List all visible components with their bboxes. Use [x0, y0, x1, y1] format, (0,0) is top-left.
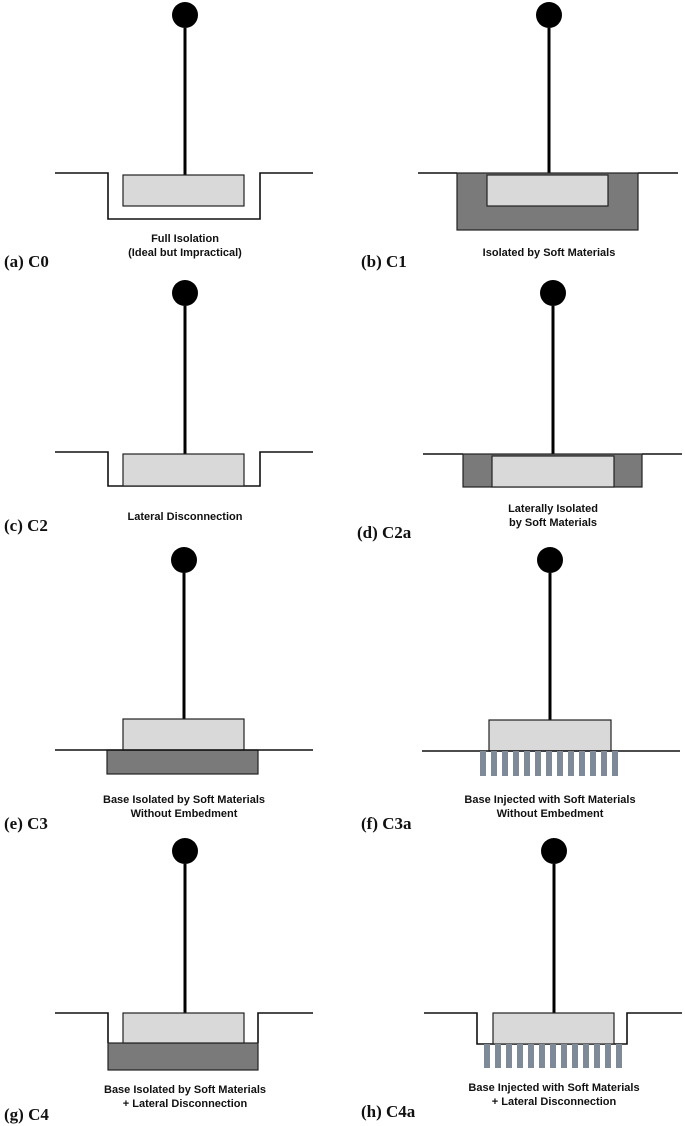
injected-soft-material-columns: [484, 1044, 622, 1068]
injection-column: [506, 1044, 512, 1068]
injection-column: [572, 1044, 578, 1068]
injection-column: [495, 1044, 501, 1068]
superstructure-mass: [172, 280, 198, 306]
foundation-block: [122, 718, 245, 751]
caption-line-2: by Soft Materials: [509, 517, 597, 529]
excavation-outline: [55, 172, 313, 220]
injection-column: [583, 1044, 589, 1068]
caption-line-1: Base Injected with Soft Materials: [464, 794, 635, 806]
injection-column: [550, 1044, 556, 1068]
panel-label: (h) C4a: [361, 1102, 416, 1121]
panel-label: (d) C2a: [357, 523, 412, 542]
superstructure-mass: [171, 547, 197, 573]
injection-column: [491, 751, 497, 776]
injection-column: [616, 1044, 622, 1068]
foundation-block: [122, 1012, 245, 1044]
caption-line-2: + Lateral Disconnection: [123, 1098, 248, 1110]
superstructure-mass: [172, 838, 198, 864]
injection-column: [557, 751, 563, 776]
superstructure-mass: [541, 838, 567, 864]
superstructure-mass: [540, 280, 566, 306]
panel-label: (b) C1: [361, 252, 407, 271]
caption-line-1: Full Isolation: [151, 233, 219, 245]
injection-column: [535, 751, 541, 776]
injection-column: [594, 1044, 600, 1068]
caption-line-2: Without Embedment: [131, 808, 238, 820]
panel-label: (a) C0: [4, 252, 49, 271]
panel-a: Full Isolation (Ideal but Impractical) (…: [4, 2, 313, 271]
injection-column: [561, 1044, 567, 1068]
injection-column: [517, 1044, 523, 1068]
panel-label: (g) C4: [4, 1105, 49, 1124]
panel-f: Base Injected with Soft Materials Withou…: [361, 547, 680, 833]
panel-b: Isolated by Soft Materials (b) C1: [361, 2, 678, 271]
injection-column: [579, 751, 585, 776]
injection-column: [590, 751, 596, 776]
panel-h: Base Injected with Soft Materials + Late…: [361, 838, 682, 1121]
soft-material-base-layer: [106, 749, 259, 775]
foundation-block: [486, 174, 609, 207]
injection-column: [612, 751, 618, 776]
injected-soft-material-columns: [480, 751, 618, 776]
panel-e: Base Isolated by Soft Materials Without …: [4, 547, 313, 833]
caption-line-1: Base Injected with Soft Materials: [468, 1082, 639, 1094]
soft-material-base-layer: [107, 1042, 259, 1071]
foundation-block: [491, 455, 615, 488]
caption-line-1: Base Isolated by Soft Materials: [104, 1084, 266, 1096]
excavation-outline: [55, 1012, 313, 1043]
superstructure-mass: [537, 547, 563, 573]
injection-column: [539, 1044, 545, 1068]
caption-line-2: + Lateral Disconnection: [492, 1096, 617, 1108]
caption-line-2: (Ideal but Impractical): [128, 247, 242, 259]
foundation-block: [492, 1012, 615, 1045]
foundation-block: [122, 453, 245, 487]
injection-column: [524, 751, 530, 776]
injection-column: [513, 751, 519, 776]
injection-column: [484, 1044, 490, 1068]
panel-d: Laterally Isolated by Soft Materials (d)…: [357, 280, 682, 542]
panel-g: Base Isolated by Soft Materials + Latera…: [4, 838, 313, 1124]
panel-c: Lateral Disconnection (c) C2: [4, 280, 313, 535]
superstructure-mass: [172, 2, 198, 28]
caption-line-2: Without Embedment: [497, 808, 604, 820]
injection-column: [528, 1044, 534, 1068]
superstructure-mass: [536, 2, 562, 28]
foundation-block: [488, 719, 612, 752]
caption-line-1: Laterally Isolated: [508, 503, 598, 515]
panel-label: (e) C3: [4, 814, 48, 833]
foundation-block: [122, 174, 245, 207]
injection-column: [601, 751, 607, 776]
injection-column: [546, 751, 552, 776]
caption-line-1: Lateral Disconnection: [128, 511, 243, 523]
panel-label: (f) C3a: [361, 814, 412, 833]
injection-column: [605, 1044, 611, 1068]
panel-label: (c) C2: [4, 516, 48, 535]
injection-column: [502, 751, 508, 776]
caption-line-1: Isolated by Soft Materials: [483, 247, 616, 259]
caption-line-1: Base Isolated by Soft Materials: [103, 794, 265, 806]
injection-column: [568, 751, 574, 776]
injection-column: [480, 751, 486, 776]
